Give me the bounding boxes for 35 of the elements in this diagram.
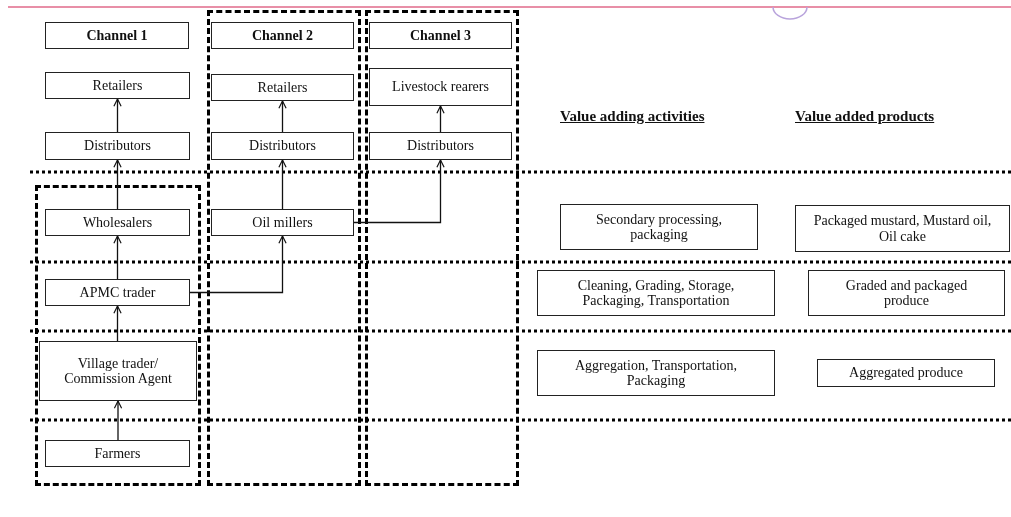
process-box: Distributors <box>45 132 190 160</box>
arrow <box>113 400 123 441</box>
column-heading: Value adding activities <box>560 108 705 125</box>
process-box: Packaged mustard, Mustard oil, Oil cake <box>795 205 1010 252</box>
channel-header-box: Channel 3 <box>369 22 512 49</box>
dashed-group-frame <box>35 185 201 486</box>
process-box: Distributors <box>369 132 512 160</box>
arrow <box>278 100 287 133</box>
process-box: Secondary processing, packaging <box>560 204 758 250</box>
process-box: Oil millers <box>211 209 354 236</box>
channel-header-box: Channel 1 <box>45 22 189 49</box>
process-box: Graded and packaged produce <box>808 270 1005 316</box>
arrow <box>353 159 445 224</box>
column-heading: Value added products <box>795 108 935 125</box>
process-box: Distributors <box>211 132 354 160</box>
process-box: APMC trader <box>45 279 190 306</box>
arrow <box>113 235 122 280</box>
arrow <box>189 235 287 294</box>
channel-header-box: Channel 2 <box>211 22 354 49</box>
arrow <box>436 105 445 133</box>
process-box: Aggregation, Transportation, Packaging <box>537 350 775 396</box>
process-box: Retailers <box>45 72 190 99</box>
arrow <box>113 305 122 342</box>
arrow <box>113 98 122 133</box>
dashed-group-frame <box>207 10 361 486</box>
arrow <box>278 159 287 210</box>
process-box: Wholesalers <box>45 209 190 236</box>
process-box: Retailers <box>211 74 354 101</box>
dashed-group-frame <box>365 10 519 486</box>
process-box: Aggregated produce <box>817 359 995 387</box>
process-box: Farmers <box>45 440 190 467</box>
process-box: Cleaning, Grading, Storage, Packaging, Transportation <box>537 270 775 316</box>
arrow <box>113 159 122 210</box>
process-box: Village trader/ Commission Agent <box>39 341 197 401</box>
process-box: Livestock rearers <box>369 68 512 106</box>
